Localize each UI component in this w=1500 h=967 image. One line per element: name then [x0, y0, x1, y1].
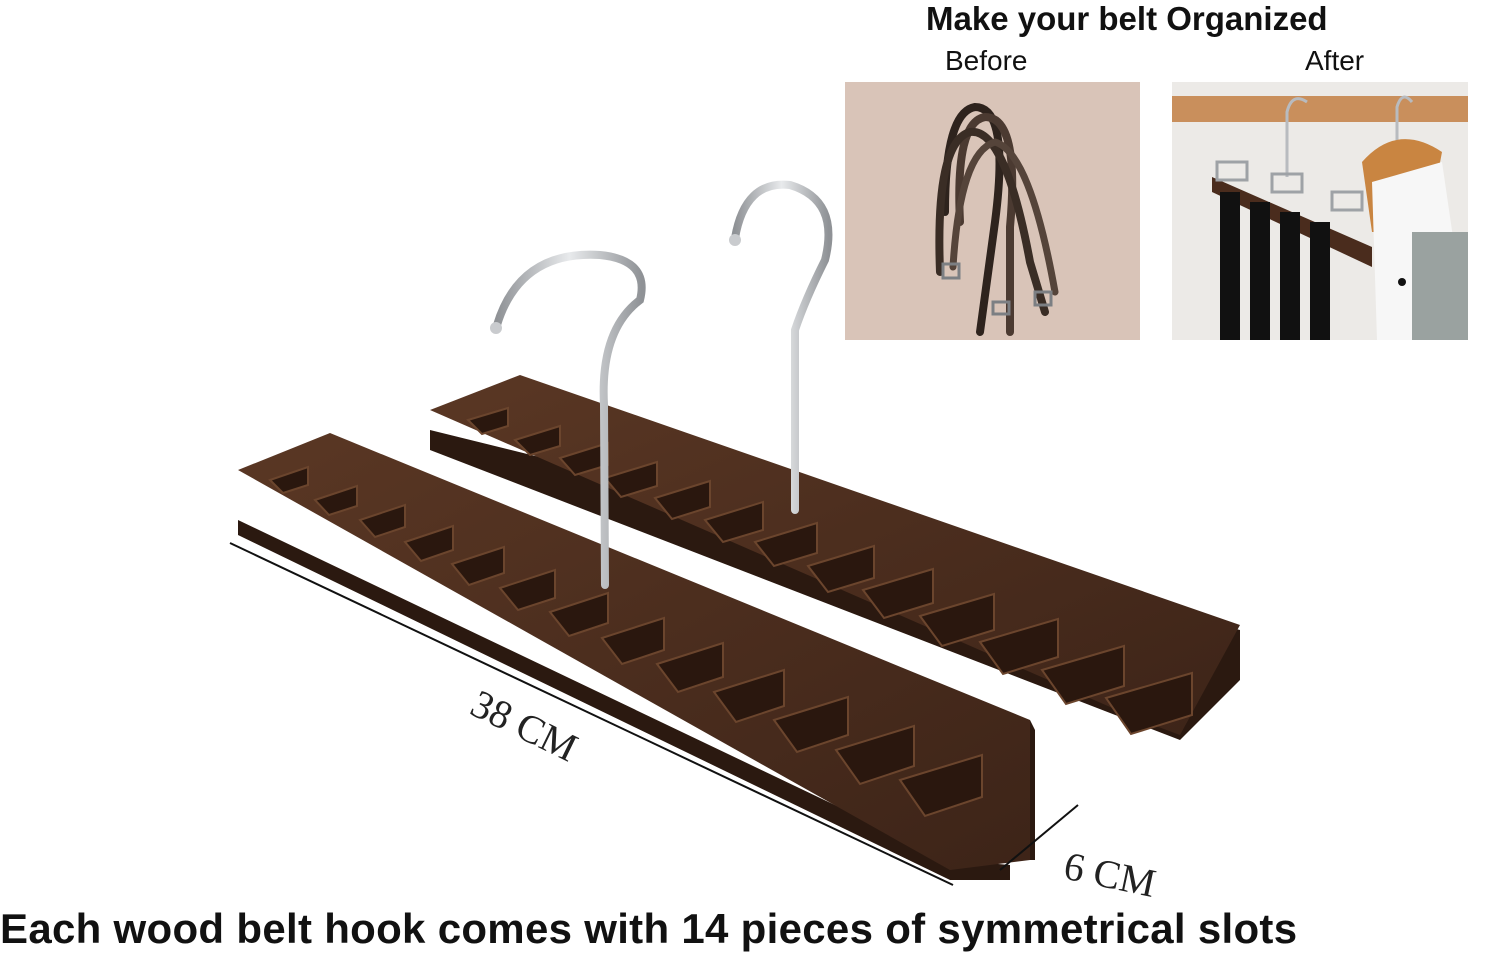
product-illustration: 38 CM 6 CM [229, 180, 1240, 900]
hook-back [731, 180, 833, 514]
hook-back-tip [729, 234, 741, 246]
hook-front [493, 250, 646, 589]
back-hanger [430, 375, 1240, 740]
panel-headline: Make your belt Organized [926, 0, 1328, 37]
before-photo [845, 82, 1140, 340]
back-hanger-slots [466, 406, 1193, 736]
before-label: Before [945, 45, 1028, 76]
after-label: After [1305, 45, 1365, 76]
front-hanger [238, 433, 1035, 880]
width-label: 6 CM [1060, 843, 1160, 900]
front-hanger-slots [268, 465, 983, 818]
width-dimension-line [999, 804, 1079, 871]
product-caption: Each wood belt hook comes with 14 pieces… [0, 905, 1298, 952]
length-dimension-line [229, 542, 954, 886]
before-buckles [941, 262, 1053, 316]
after-photo [1172, 82, 1468, 340]
hook-front-tip [490, 322, 502, 334]
